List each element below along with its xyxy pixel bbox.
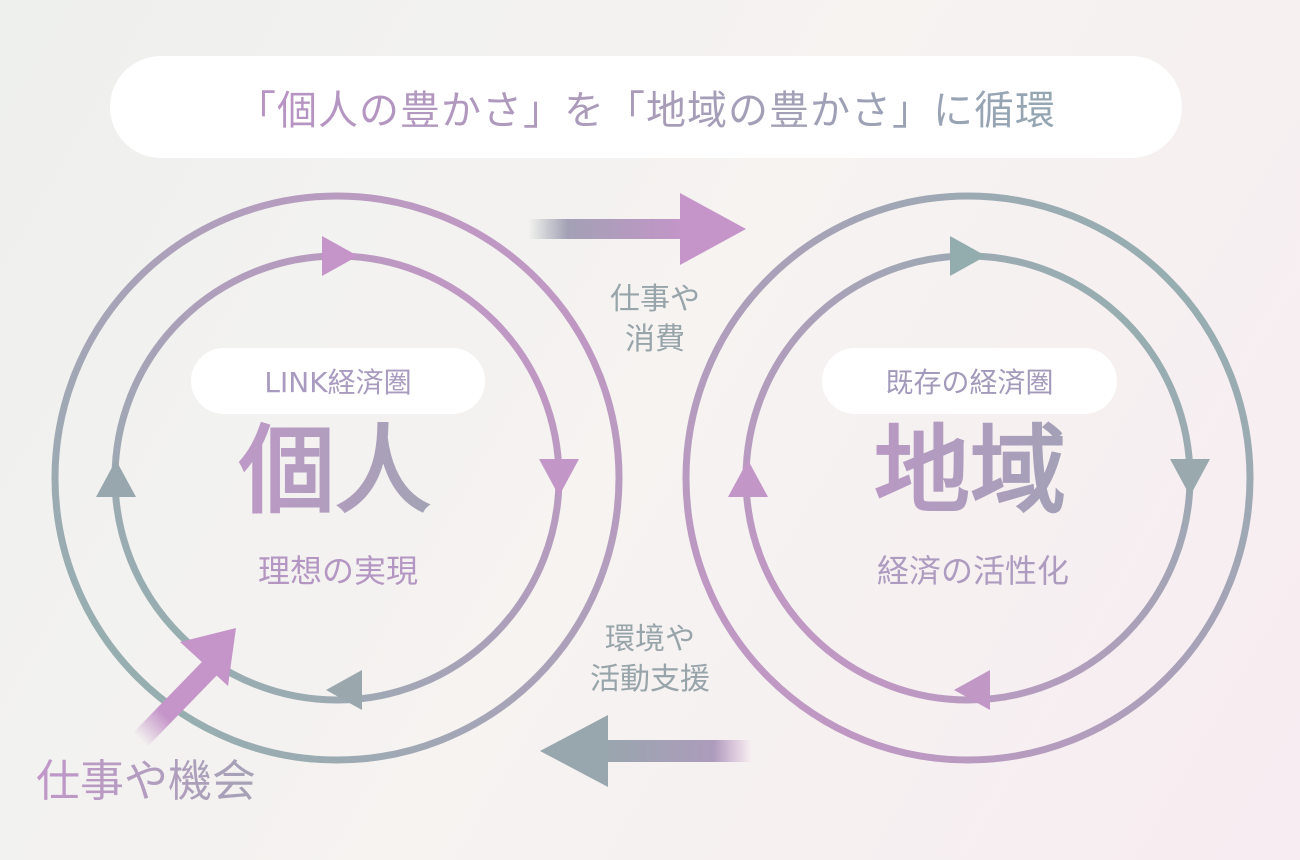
flow-label-left-to-right: 仕事や 消費 <box>590 280 720 360</box>
flow-arrow-left <box>540 715 752 787</box>
right-outer-ring <box>682 192 1254 764</box>
left-economy-tag: LINK経済圏 <box>191 348 485 414</box>
flow-label-line: 仕事や <box>610 282 700 317</box>
flow-label-line: 環境や <box>605 622 695 657</box>
left-arrowhead-top <box>322 236 358 276</box>
right-arrowhead-top <box>950 236 986 276</box>
title-banner: 「個人の豊かさ」を「地域の豊かさ」に循環 <box>110 56 1182 158</box>
flow-arrow-right <box>528 193 746 265</box>
right-arrowhead-right <box>1170 459 1210 496</box>
right-arrowhead-left <box>728 460 768 497</box>
inflow-label: 仕事や機会 <box>36 752 296 812</box>
right-sub-label: 経済の活性化 <box>876 552 1069 590</box>
right-arrowhead-bottom <box>954 670 990 710</box>
diagram-title: 「個人の豊かさ」を「地域の豊かさ」に循環 <box>236 78 1056 136</box>
left-main-label: 個人 <box>210 416 460 526</box>
flow-label-line: 活動支援 <box>590 662 710 697</box>
left-arrowhead-left <box>96 460 136 497</box>
left-sub-label: 理想の実現 <box>257 552 418 590</box>
right-economy-tag: 既存の経済圏 <box>822 348 1117 414</box>
left-outer-ring <box>51 192 623 764</box>
inflow-arrow <box>132 628 236 747</box>
flow-label-right-to-left: 環境や 活動支援 <box>565 620 735 700</box>
left-arrowhead-bottom <box>326 670 362 710</box>
left-arrowhead-right <box>539 459 579 496</box>
flow-label-line: 消費 <box>625 322 685 357</box>
right-main-label: 地域 <box>840 416 1100 526</box>
